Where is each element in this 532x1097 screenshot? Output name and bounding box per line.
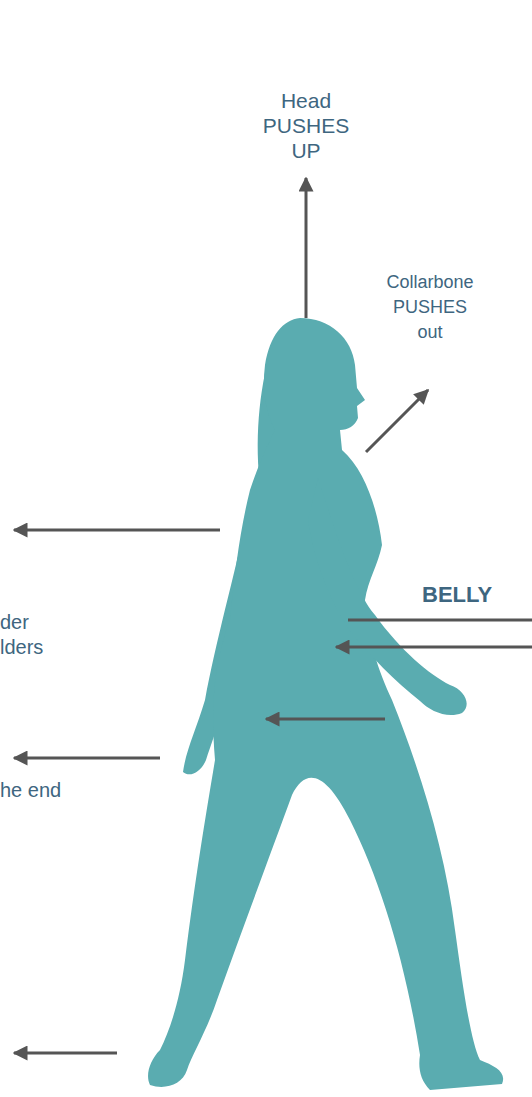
heel-arrow (14, 1052, 117, 1055)
head-arrow (305, 178, 308, 318)
woman-silhouette (148, 318, 503, 1090)
annotation-label: Head PUSHES UP (261, 88, 351, 163)
hip-arrow (14, 757, 160, 760)
shoulder-arrow (14, 529, 220, 532)
belly-arrow (336, 646, 532, 649)
annotation-label: Collarbone PUSHES out (380, 270, 480, 345)
annotation-label: der lders (0, 610, 52, 660)
body (148, 318, 503, 1090)
belly-line (348, 619, 532, 622)
collarbone-arrow (366, 390, 428, 452)
pelvis-arrow (266, 718, 385, 721)
annotation-label: he end (0, 778, 61, 803)
force-arrows (14, 178, 532, 1053)
annotation-label: BELLY (422, 582, 492, 608)
